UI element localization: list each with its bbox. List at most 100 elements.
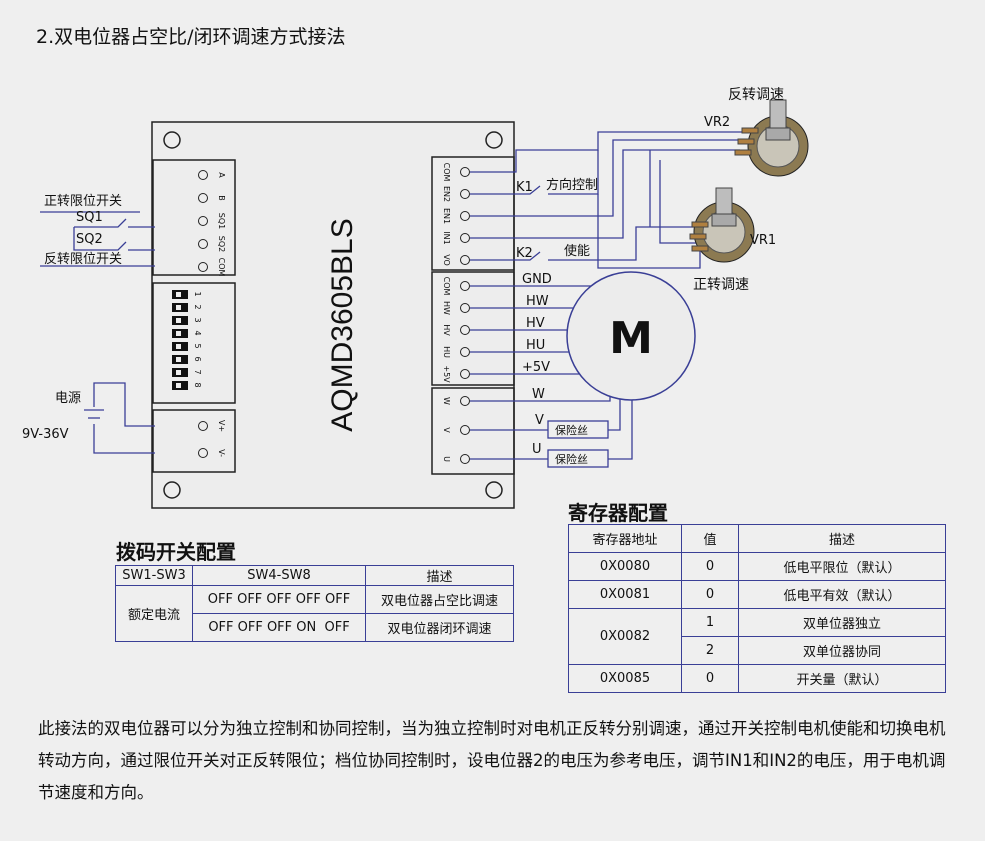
table-cell: 低电平限位（默认） bbox=[738, 552, 946, 581]
table-header: 值 bbox=[681, 524, 739, 553]
pin-label: SQ1 bbox=[217, 213, 226, 229]
hv-label: HV bbox=[526, 316, 545, 331]
vr2-name-label: 反转调速 bbox=[728, 87, 784, 103]
table-header: SW4-SW8 bbox=[192, 565, 366, 586]
table-header: 寄存器地址 bbox=[568, 524, 682, 553]
dip-config-table: SW1-SW3 SW4-SW8 描述 额定电流 OFF OFF OFF OFF … bbox=[115, 565, 514, 642]
vr1-label: VR1 bbox=[750, 233, 776, 248]
vr2-label: VR2 bbox=[704, 115, 730, 130]
pin-label: COM bbox=[217, 258, 226, 277]
table-cell: OFF OFF OFF ON OFF bbox=[192, 613, 366, 642]
potentiometer-vr1-icon bbox=[689, 187, 755, 263]
dip-number: 6 bbox=[193, 356, 202, 361]
motor-label: M bbox=[609, 313, 653, 364]
pin-label: IN1 bbox=[442, 231, 451, 244]
power-connector: V+ V- bbox=[152, 409, 236, 473]
pin-label: VO bbox=[442, 254, 451, 266]
reverse-limit-label: 反转限位开关 bbox=[44, 252, 122, 267]
right-mid-connector: COM HW HV HU +5V bbox=[431, 271, 515, 386]
pin-label: W bbox=[442, 397, 451, 405]
power-wiring bbox=[84, 382, 155, 454]
right-bot-connector: W V U bbox=[431, 387, 515, 475]
table-header: 描述 bbox=[738, 524, 946, 553]
u-label: U bbox=[532, 442, 542, 457]
dip-switch: 1 2 3 4 5 6 7 8 bbox=[152, 282, 236, 404]
pin-label: SQ2 bbox=[217, 236, 226, 252]
vr1-name-label: 正转调速 bbox=[693, 277, 749, 293]
controller-board: AQMD3605BLS bbox=[151, 121, 515, 509]
potentiometer-vr2-icon bbox=[734, 99, 809, 177]
table-cell: 0X0081 bbox=[568, 580, 682, 609]
register-config-table: 寄存器地址 值 描述 0X0080 0 低电平限位（默认） 0X0081 0 低… bbox=[568, 524, 946, 693]
table-header: SW1-SW3 bbox=[115, 565, 193, 586]
forward-limit-label: 正转限位开关 bbox=[44, 194, 122, 209]
table-cell: 0X0080 bbox=[568, 552, 682, 581]
pin-label: A bbox=[217, 172, 226, 178]
dip-number: 7 bbox=[193, 369, 202, 374]
dip-number: 3 bbox=[193, 317, 202, 322]
dip-number: 5 bbox=[193, 343, 202, 348]
direction-control-label: 方向控制 bbox=[546, 177, 598, 193]
table-cell: 双单位器独立 bbox=[738, 608, 946, 637]
page-title: 2.双电位器占空比/闭环调速方式接法 bbox=[36, 26, 346, 48]
pin-label: COM bbox=[442, 277, 451, 296]
pin-label: COM bbox=[442, 163, 451, 182]
table-cell: 双电位器闭环调速 bbox=[365, 613, 514, 642]
pin-label: U bbox=[442, 456, 451, 462]
fuse-label: 保险丝 bbox=[555, 423, 588, 437]
table-cell: 0 bbox=[681, 664, 739, 693]
table-cell: 0 bbox=[681, 552, 739, 581]
table-cell: 0X0085 bbox=[568, 664, 682, 693]
hu-label: HU bbox=[526, 338, 545, 353]
wiring-diagram: AQMD3605BLS A B SQ1 SQ2 COM bbox=[22, 87, 809, 509]
dip-number: 1 bbox=[193, 291, 202, 296]
table-cell: 0 bbox=[681, 580, 739, 609]
pin-label: HV bbox=[442, 324, 451, 336]
left-connector: A B SQ1 SQ2 COM bbox=[152, 159, 236, 277]
table-cell: OFF OFF OFF OFF OFF bbox=[192, 585, 366, 614]
board-model: AQMD3605BLS bbox=[326, 218, 359, 431]
table-cell: 额定电流 bbox=[115, 585, 193, 642]
pin-label: B bbox=[217, 195, 226, 201]
table-cell: 低电平有效（默认） bbox=[738, 580, 946, 609]
pin-label: EN1 bbox=[442, 208, 451, 224]
pin-label: V- bbox=[217, 449, 226, 457]
table-cell: 开关量（默认） bbox=[738, 664, 946, 693]
motor-icon: M bbox=[566, 271, 696, 401]
table-cell: 双电位器占空比调速 bbox=[365, 585, 514, 614]
reg-table-title: 寄存器配置 bbox=[568, 501, 668, 525]
sq1-label: SQ1 bbox=[76, 210, 103, 225]
pin-label: HW bbox=[442, 301, 451, 315]
power-label: 电源 bbox=[55, 391, 81, 406]
enable-label: 使能 bbox=[564, 243, 590, 259]
power-range-label: 9V-36V bbox=[22, 427, 69, 442]
pin-label: V bbox=[442, 427, 451, 433]
plus5v-label: +5V bbox=[522, 360, 550, 375]
fuse-label: 保险丝 bbox=[555, 452, 588, 466]
w-label: W bbox=[532, 387, 545, 402]
right-top-connector: COM EN2 EN1 IN1 VO bbox=[431, 156, 515, 271]
k1-label: K1 bbox=[516, 180, 533, 195]
control-wiring bbox=[470, 131, 765, 269]
table-cell: 双单位器协同 bbox=[738, 636, 946, 665]
table-cell: 2 bbox=[681, 636, 739, 665]
description-paragraph: 此接法的双电位器可以分为独立控制和协同控制，当为独立控制时对电机正反转分别调速，… bbox=[38, 719, 946, 802]
dip-number: 8 bbox=[193, 382, 202, 387]
k2-label: K2 bbox=[516, 246, 533, 261]
pin-label: +5V bbox=[442, 365, 451, 383]
pin-label: V+ bbox=[217, 420, 226, 432]
table-cell: 0X0082 bbox=[568, 608, 682, 665]
dip-table-title: 拨码开关配置 bbox=[116, 540, 236, 564]
dip-number: 4 bbox=[193, 330, 202, 335]
motor-wiring bbox=[470, 285, 633, 468]
dip-number: 2 bbox=[193, 304, 202, 309]
table-header: 描述 bbox=[365, 565, 514, 586]
pin-label: EN2 bbox=[442, 186, 451, 202]
table-cell: 1 bbox=[681, 608, 739, 637]
limit-switch-wiring bbox=[40, 211, 155, 267]
hw-label: HW bbox=[526, 294, 549, 309]
gnd-label: GND bbox=[522, 272, 552, 287]
sq2-label: SQ2 bbox=[76, 232, 103, 247]
v-label: V bbox=[535, 413, 544, 428]
pin-label: HU bbox=[442, 346, 451, 358]
